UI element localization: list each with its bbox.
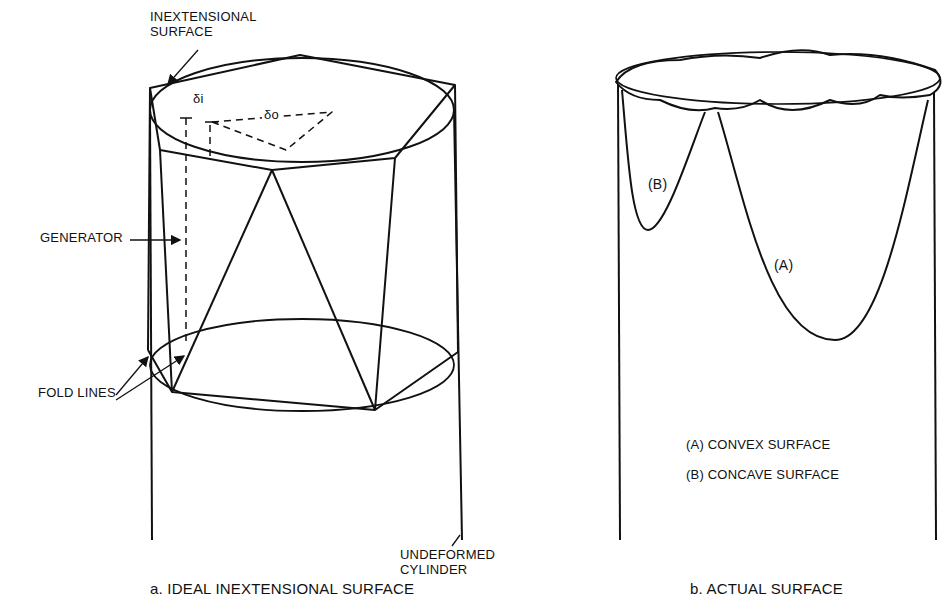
part-label: UNDEFORMED CYLINDER	[400, 548, 510, 578]
part-label: INEXTENSIONAL SURFACE	[150, 10, 262, 40]
part-label: GENERATOR	[40, 231, 123, 246]
region-label: (B)	[648, 176, 667, 192]
part-label: FOLD LINES	[38, 386, 116, 401]
legend-note: (B) CONCAVE SURFACE	[686, 468, 839, 483]
symbol-label: δo	[262, 108, 281, 123]
subfigure-caption: a. IDEAL INEXTENSIONAL SURFACE	[150, 580, 414, 597]
legend-note: (A) CONVEX SURFACE	[686, 438, 830, 453]
subfigure-caption: b. ACTUAL SURFACE	[690, 580, 843, 597]
symbol-label: δi	[191, 92, 206, 107]
region-label: (A)	[774, 257, 793, 273]
